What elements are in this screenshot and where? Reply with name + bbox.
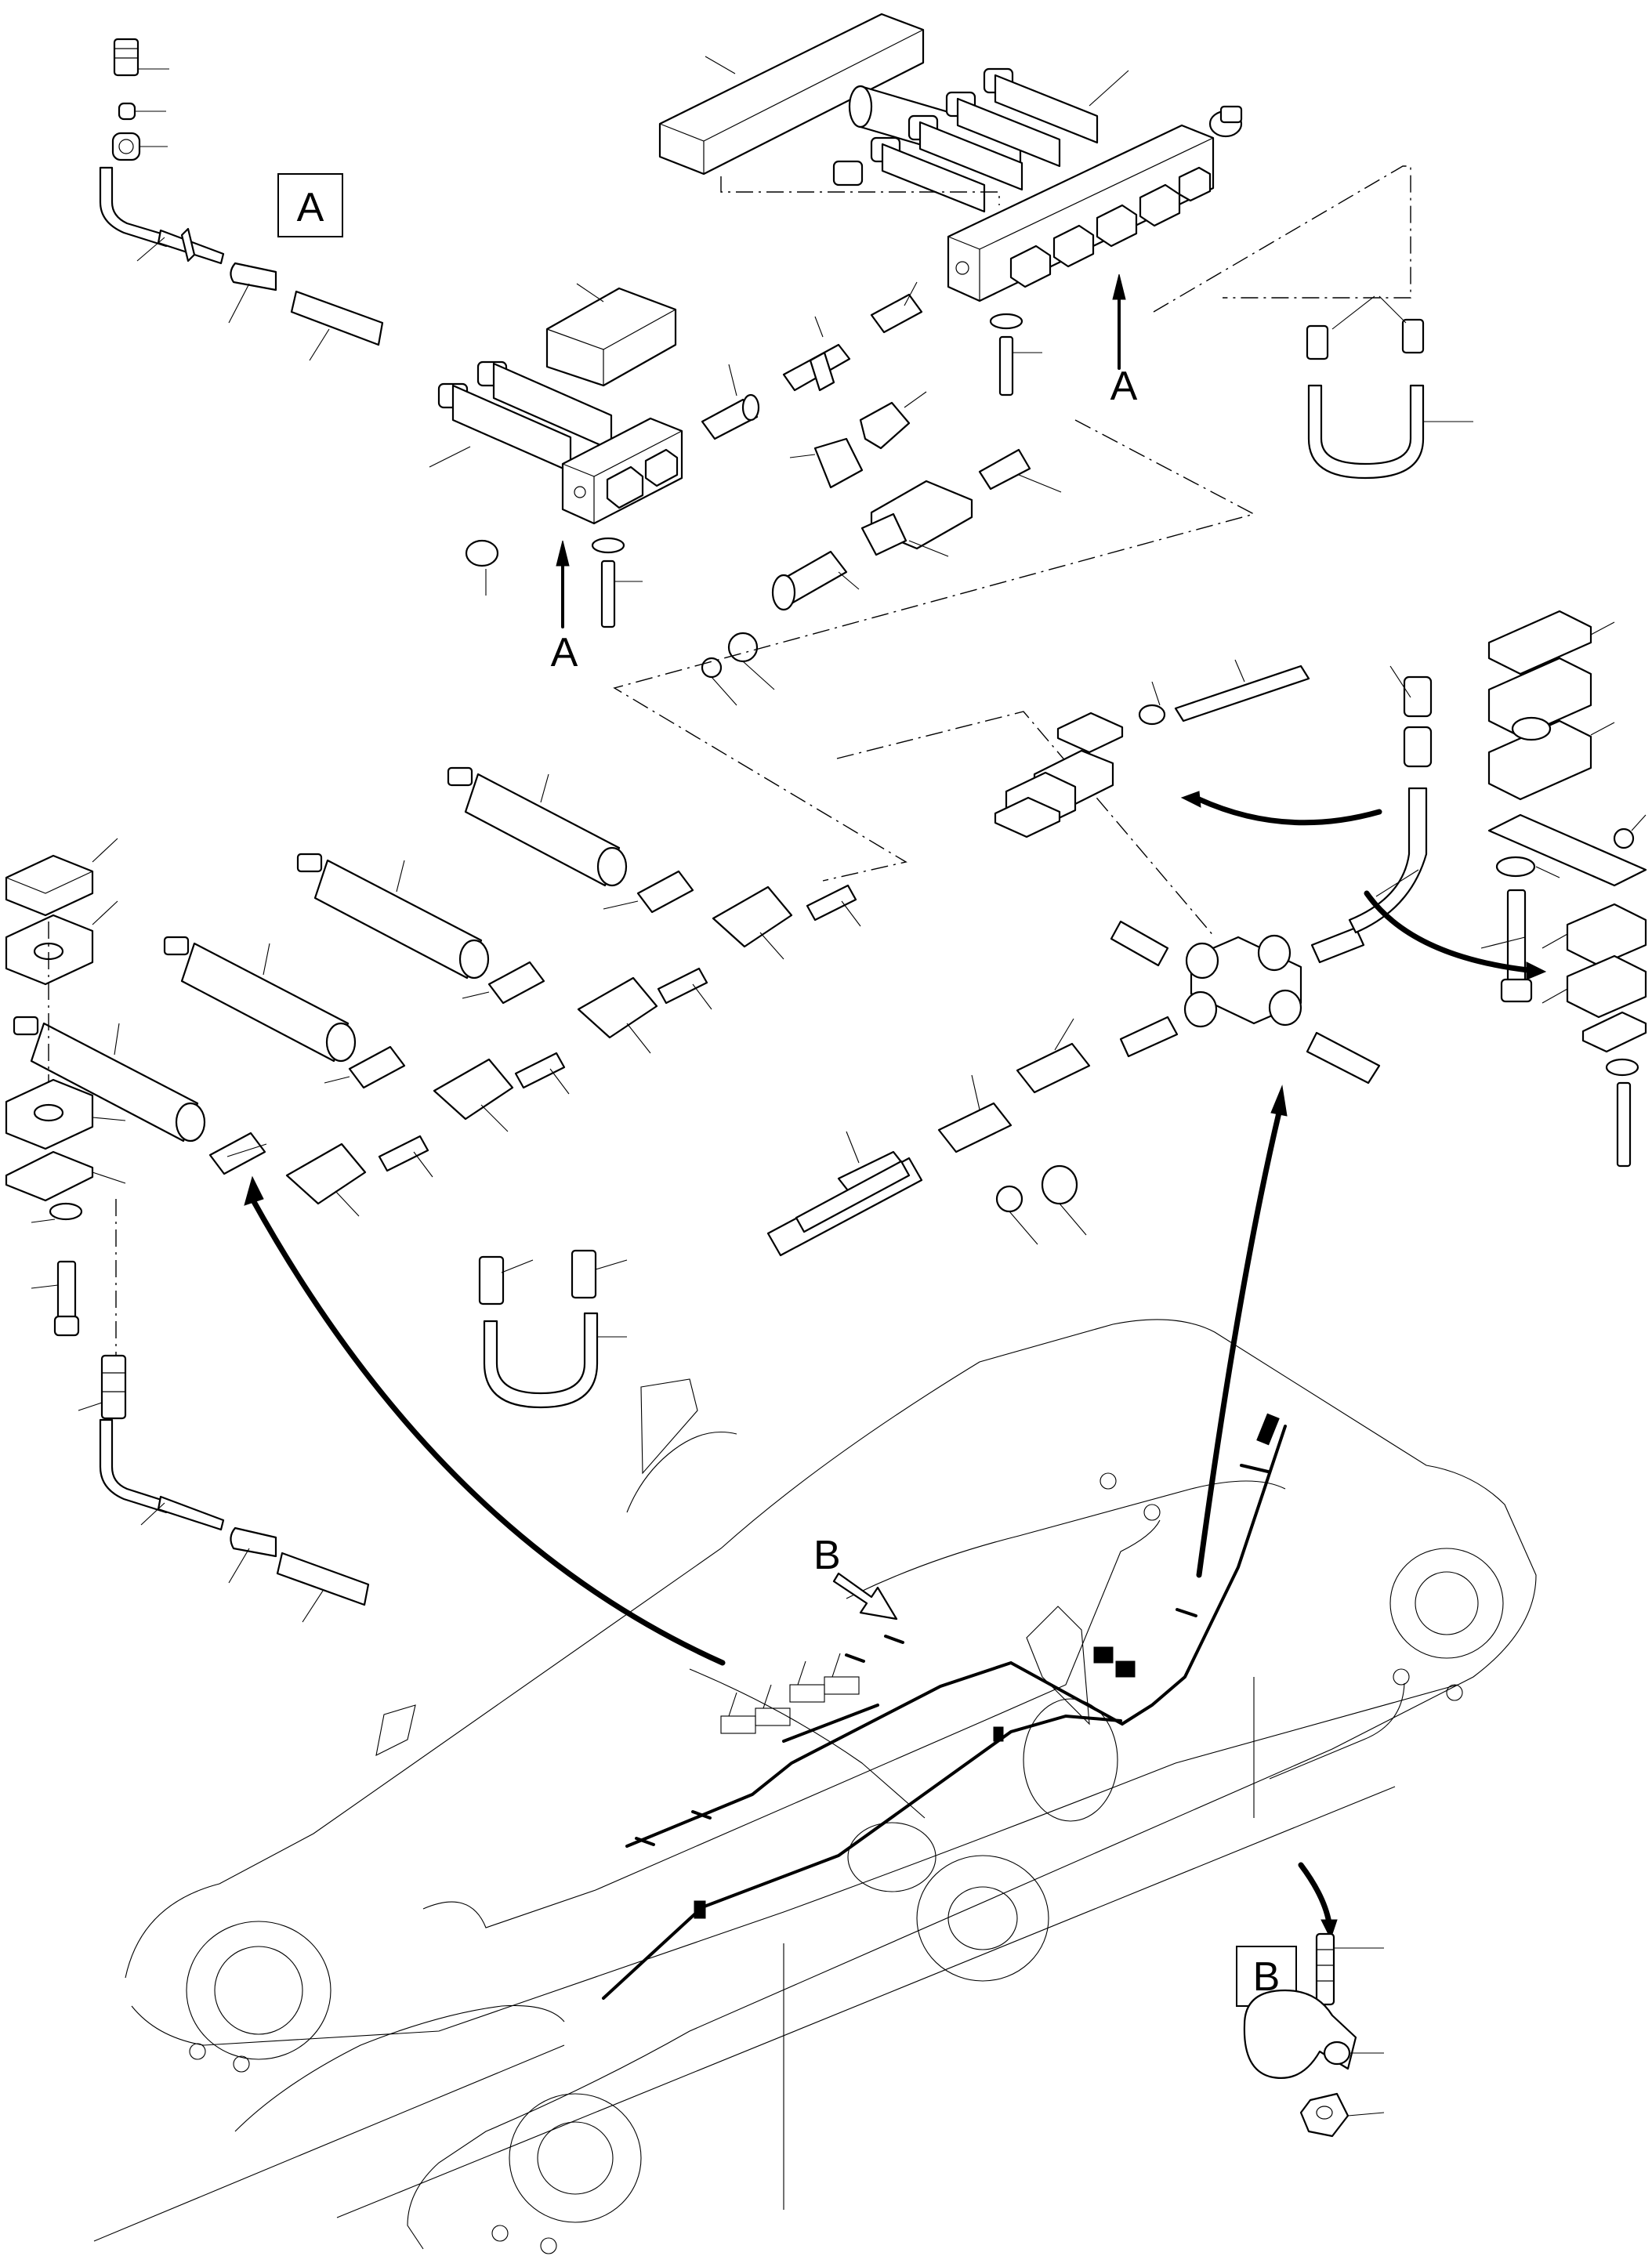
elbow-fitting-1 <box>859 391 927 450</box>
accumulator-bank <box>13 766 861 1217</box>
straight-adapter-2 <box>870 281 923 334</box>
detail-a-nipple <box>113 38 169 77</box>
accumulator-elbows <box>285 885 793 1217</box>
cross-fitting-assembly <box>766 665 1433 1257</box>
tube-stub-upper <box>978 448 1062 493</box>
arrow-a-right-letter: A <box>1110 364 1138 409</box>
accumulator-adapters <box>208 870 694 1175</box>
detail-a-group: A <box>99 38 384 361</box>
view-b-arrow-letter: B <box>813 1533 841 1578</box>
middle-manifold-bolt <box>591 537 643 628</box>
view-b-arrow: B <box>813 1533 898 1620</box>
detail-a-sleeve <box>118 102 166 121</box>
pointer-arrows-to-boom <box>244 1085 1338 1940</box>
u-tube-lower <box>478 1249 628 1409</box>
upper-manifold-center-line <box>720 165 1411 313</box>
detail-a-letter: A <box>297 185 324 230</box>
upper-manifold-assembly: A <box>658 13 1411 409</box>
left-clamp-half-upper <box>5 900 118 986</box>
right-clamp-sets <box>994 610 1647 1168</box>
left-clamp-half-lower <box>5 1078 126 1150</box>
upper-manifold-valve-block <box>947 124 1215 302</box>
detail-a-tube <box>99 166 384 361</box>
middle-manifold-cover-block <box>545 283 677 387</box>
cross-hose-up <box>1348 665 1433 934</box>
main-hose-fittings <box>766 1018 1091 1257</box>
upper-manifold-plug <box>1208 105 1243 138</box>
tee-fitting-2 <box>860 480 973 557</box>
large-clamp-bolt <box>1480 856 1560 1003</box>
large-clamp-set-bottom <box>1542 903 1647 1168</box>
detail-b-stud <box>1315 1932 1384 2006</box>
detail-a-label-box: A <box>277 173 343 237</box>
detail-b-p-clamp <box>1243 1989 1384 2080</box>
upper-manifold-cover-block <box>658 13 925 176</box>
nut-and-sleeve <box>701 632 775 706</box>
middle-manifold-view-arrow: A <box>551 540 578 675</box>
detail-b-group: B <box>1236 1932 1385 2138</box>
small-clamp-set <box>994 659 1310 838</box>
left-clamp-bolt <box>31 1202 83 1337</box>
detail-a-repeat <box>78 1354 370 1623</box>
upper-manifold-view-arrow: A <box>1110 273 1138 409</box>
arrow-a-left-letter: A <box>551 630 578 675</box>
middle-manifold-plug <box>465 539 499 596</box>
straight-adapter-1 <box>701 364 760 440</box>
u-tube-upper <box>1306 295 1473 480</box>
middle-manifold-accumulators <box>429 360 613 473</box>
accumulator-3 <box>163 936 357 1063</box>
large-clamp-plate-long <box>1487 813 1647 887</box>
accumulator-2 <box>296 853 490 980</box>
middle-manifold-valve-block <box>561 417 683 525</box>
upper-manifold-accumulators <box>832 67 1129 213</box>
middle-manifold-assembly: A <box>429 283 683 675</box>
boom-hydraulic-lines <box>602 1413 1287 2000</box>
cross-fitting <box>1183 934 1302 1028</box>
elbow-fitting-2 <box>789 437 864 489</box>
left-clamp-cap <box>5 838 118 917</box>
cross-tubes <box>1110 920 1381 1085</box>
accumulator-4 <box>13 1016 206 1142</box>
left-clamp-plate <box>5 1150 126 1202</box>
upper-manifold-mounting-bolt <box>989 313 1042 397</box>
excavator-boom-outline <box>93 1319 1537 2254</box>
detail-a-nut <box>111 132 168 161</box>
accumulator-1 <box>447 766 628 887</box>
nut-and-sleeve-lower <box>995 1164 1087 1245</box>
union-fitting <box>771 550 860 611</box>
detail-b-nut <box>1299 2092 1385 2138</box>
tee-fitting-1 <box>782 316 851 392</box>
boom-manifold-cluster <box>720 1653 860 1734</box>
left-clamp-stack <box>5 838 126 1356</box>
accumulator-short-tubes <box>378 884 861 1178</box>
large-clamp-set-top <box>1487 610 1615 801</box>
routing-centerlines <box>613 419 1255 938</box>
